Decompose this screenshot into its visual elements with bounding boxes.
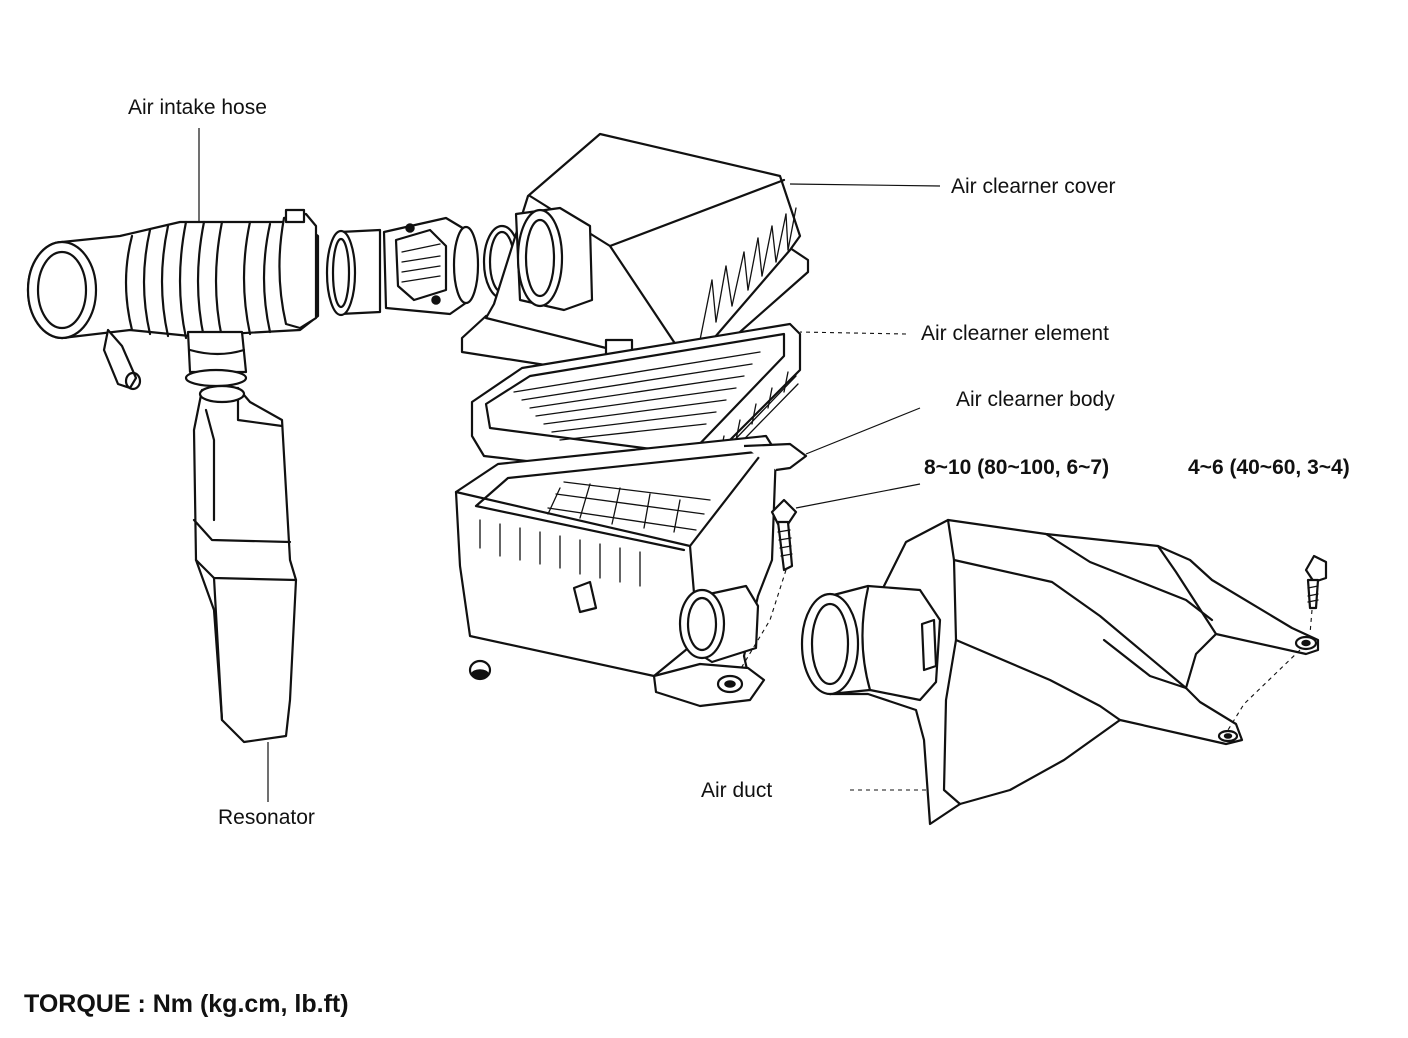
- label-torque-duct-bolt: 4~6 (40~60, 3~4): [1188, 456, 1350, 479]
- resonator-part: [192, 384, 298, 744]
- leader-air-cleaner-body: [805, 407, 921, 455]
- torque-units-legend: TORQUE : Nm (kg.cm, lb.ft): [24, 990, 349, 1018]
- leader-lines: [198, 128, 941, 802]
- air-flow-sensor-part: [325, 216, 522, 317]
- body-bolt-part: [739, 498, 798, 671]
- air-cleaner-body-part: [454, 434, 808, 708]
- label-air-duct: Air duct: [701, 779, 773, 802]
- leader-air-cleaner-element: [799, 331, 907, 335]
- air-cleaner-cover-part: [460, 132, 810, 388]
- label-torque-body-bolt: 8~10 (80~100, 6~7): [924, 456, 1110, 479]
- label-air-intake-hose: Air intake hose: [128, 96, 267, 119]
- label-air-cleaner-cover: Air clearner cover: [951, 175, 1116, 198]
- air-duct-part: [800, 518, 1320, 826]
- air-intake-hose-part: [26, 208, 320, 391]
- label-air-cleaner-body: Air clearner body: [956, 388, 1115, 411]
- leader-air-cleaner-cover: [789, 183, 941, 187]
- label-air-cleaner-element: Air clearner element: [921, 322, 1109, 345]
- label-resonator: Resonator: [218, 806, 315, 829]
- duct-bolt-part: [1304, 554, 1328, 635]
- leader-torque-body-bolt: [795, 483, 921, 509]
